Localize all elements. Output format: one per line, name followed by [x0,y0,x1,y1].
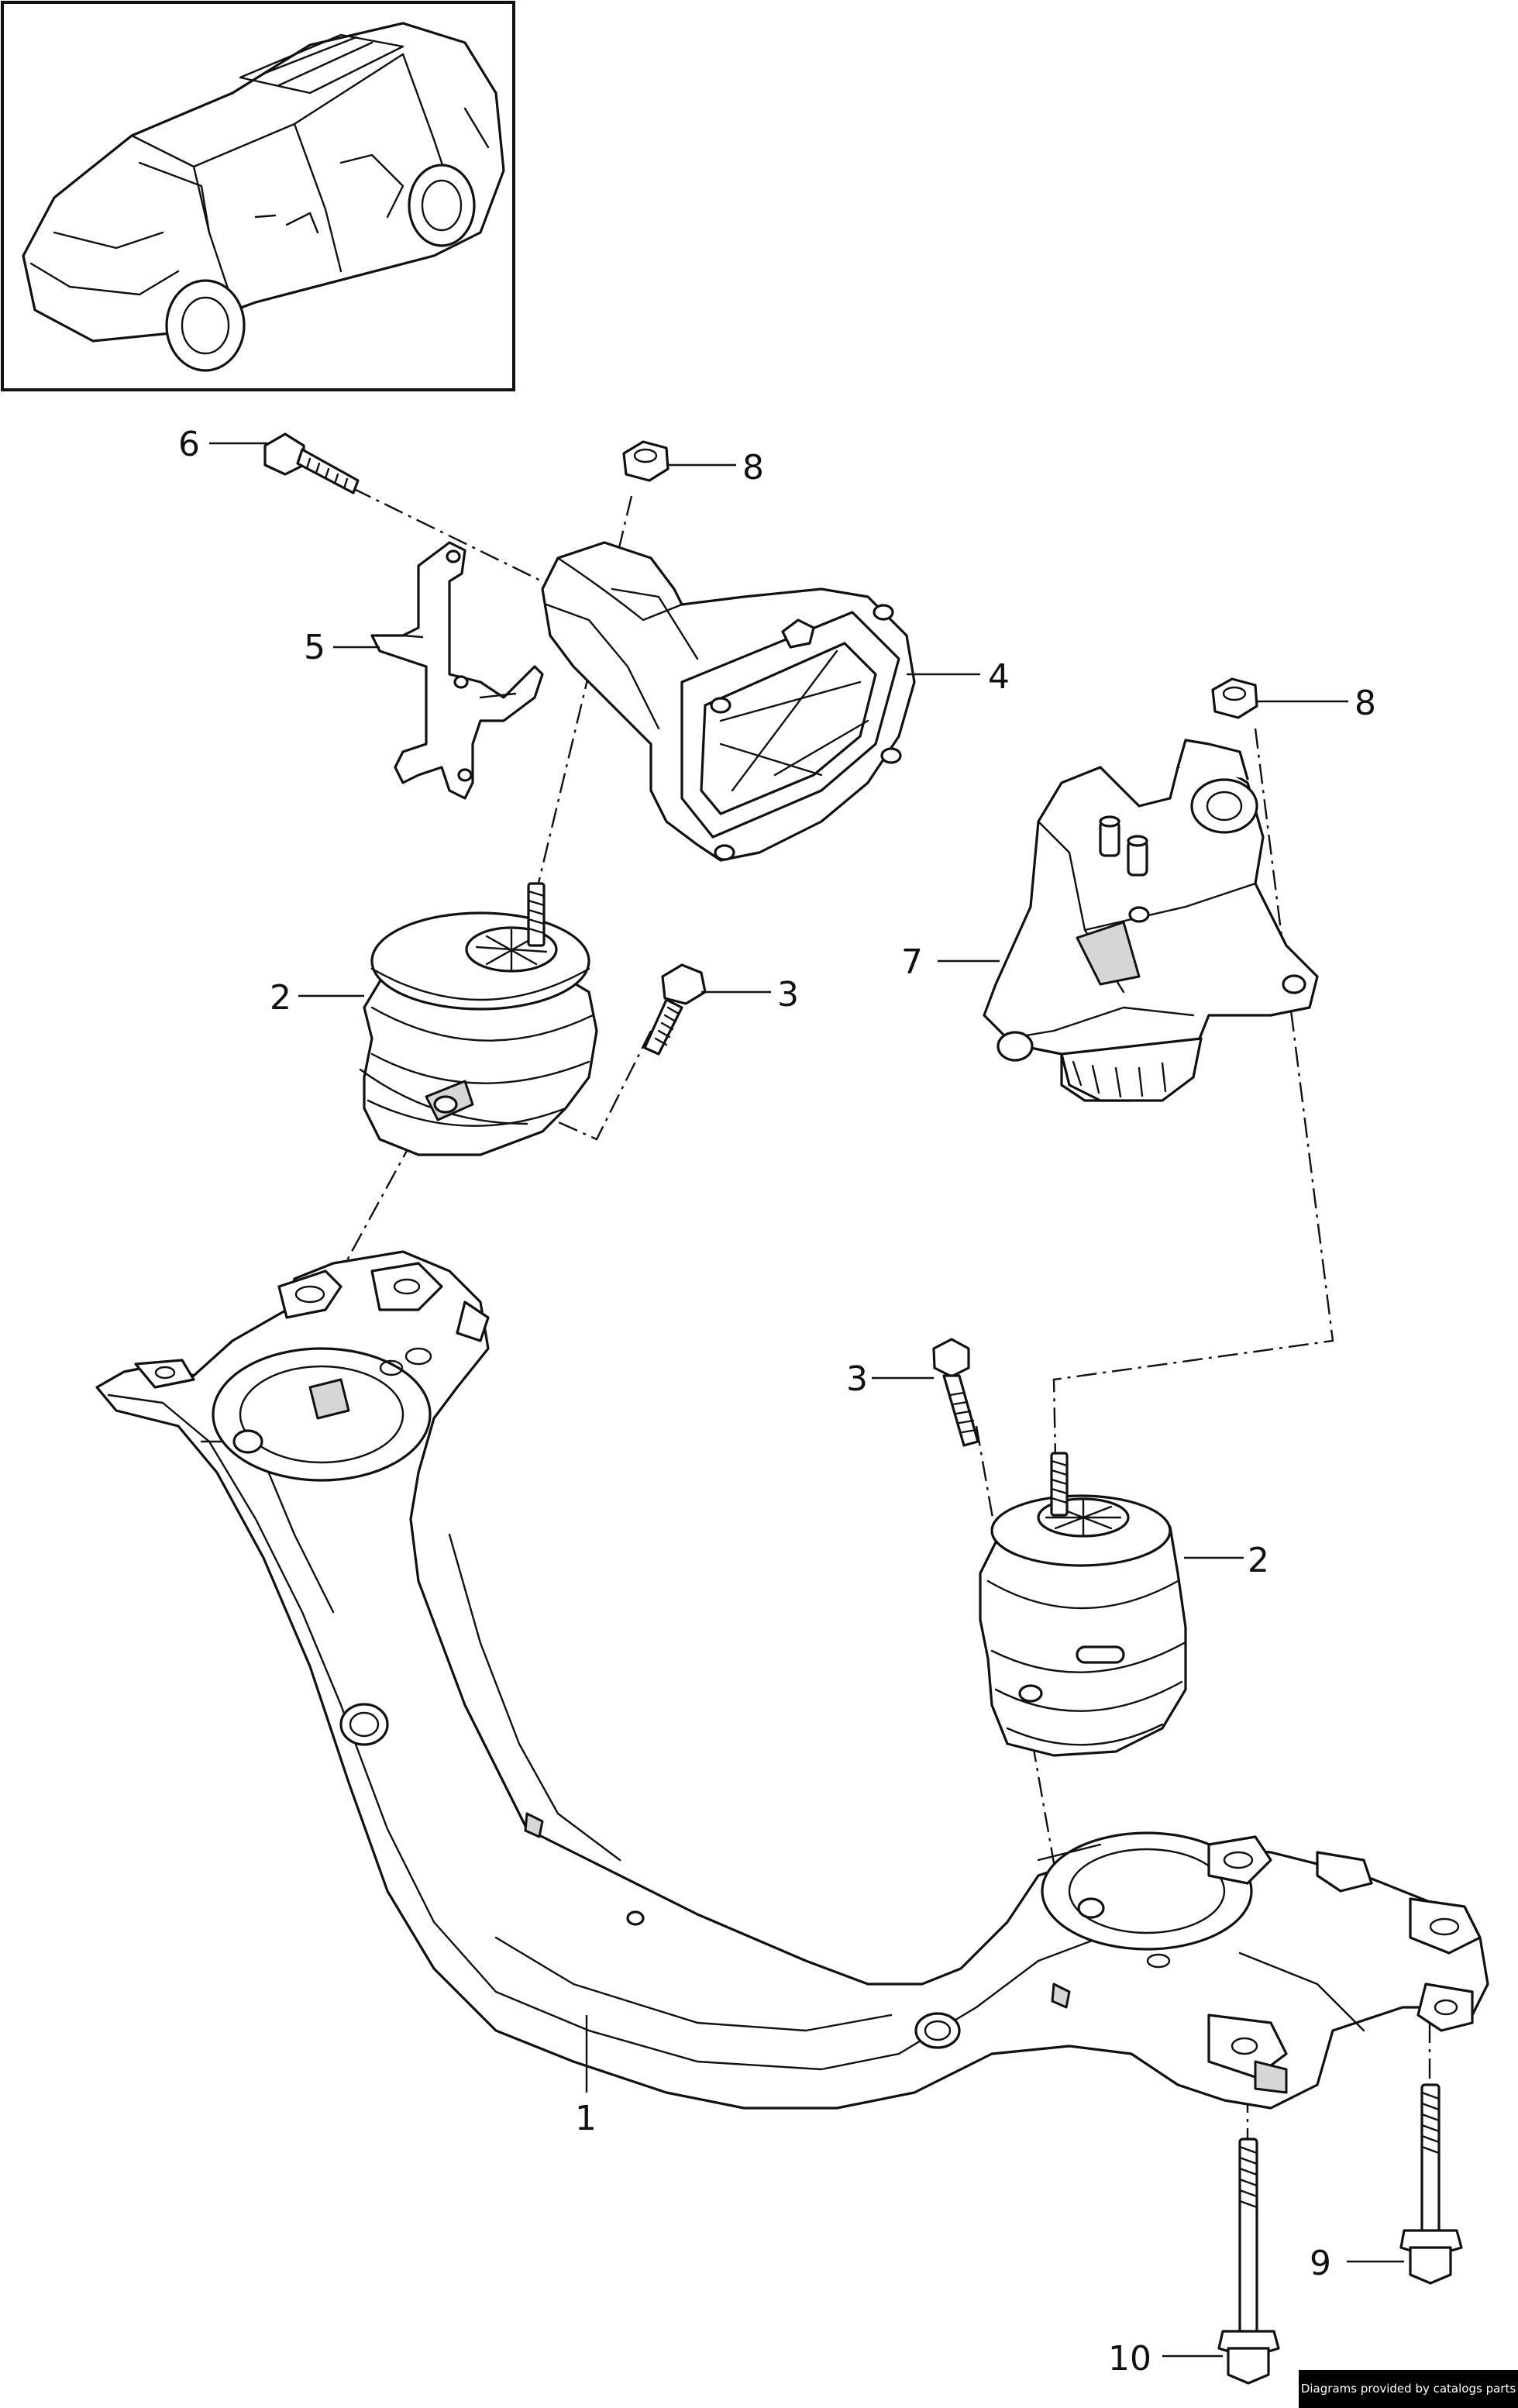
part-3-bolt-lower [932,1338,979,1447]
callout-4: 4 [988,657,1010,697]
callout-7: 7 [901,942,923,982]
callout-8-lower: 8 [1354,684,1376,723]
callout-8-upper: 8 [742,448,764,487]
callout-2-upper: 2 [270,978,291,1018]
part-8-nut-lower [1211,677,1258,719]
leader-lines [209,442,1404,2358]
callout-3-lower: 3 [846,1359,868,1399]
part-1-crossmember [95,1250,1489,2110]
callout-1: 1 [575,2099,597,2138]
part-3-bolt-upper [643,963,707,1056]
part-5-plate [370,541,544,800]
part-9-bolt [1399,2083,1463,2285]
callout-5: 5 [304,628,325,667]
part-7-support [983,739,1319,1102]
callout-9: 9 [1310,2244,1331,2283]
vehicle-thumbnail [1,1,515,391]
callouts: 6 8 5 4 8 7 2 3 3 2 1 9 10 [178,425,1376,2379]
callout-10: 10 [1108,2339,1151,2379]
callout-2-lower: 2 [1248,1541,1269,1580]
part-2-engine-mount-upper [359,882,598,1156]
part-8-nut-upper [622,440,670,482]
callout-6: 6 [178,425,200,464]
credit-banner [1299,2370,1518,2408]
part-10-bolt [1217,2138,1280,2385]
suv-illustration [22,22,505,372]
part-6-bolt [263,432,360,494]
callout-3-upper: 3 [777,975,799,1015]
part-4-bracket [541,541,916,862]
credit-text: Diagrams provided by catalogs parts [1300,2382,1516,2396]
part-2-engine-mount-lower [979,1452,1187,1757]
